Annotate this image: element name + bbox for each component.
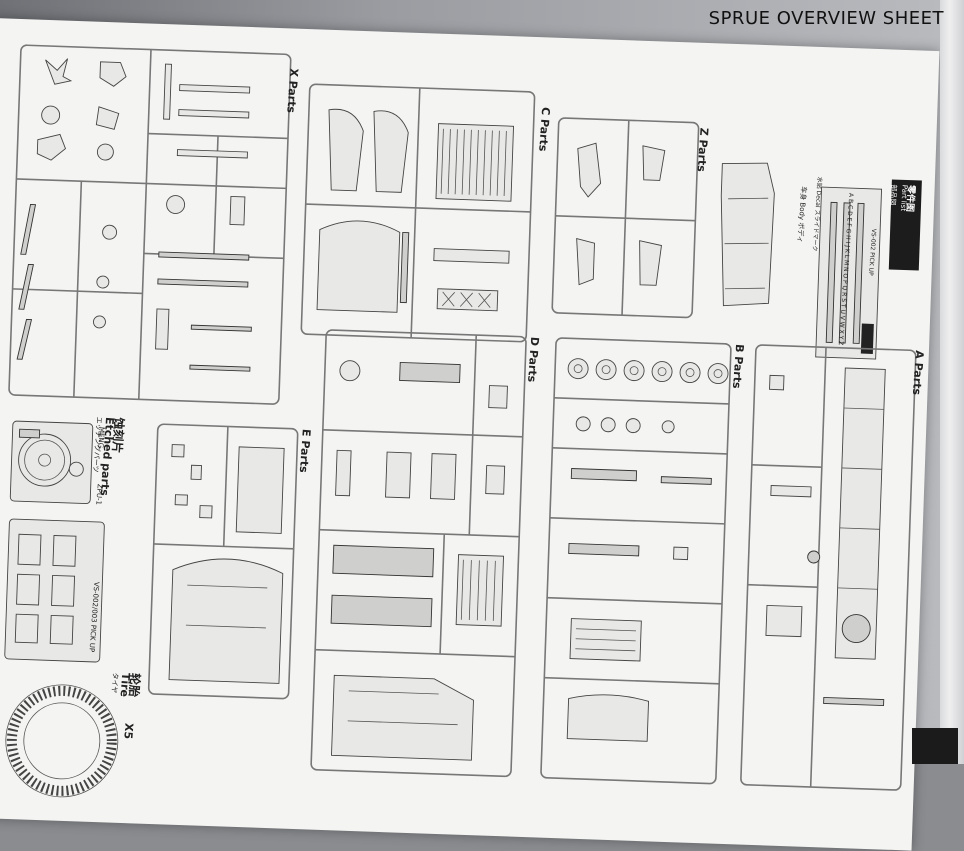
header-box — [888, 179, 922, 271]
c-parts-sprue — [300, 83, 536, 343]
tire-kana: タイヤ — [109, 672, 120, 694]
body-drawing — [720, 162, 775, 307]
d-parts-sprue — [310, 329, 527, 778]
header-jp2: 部品図 — [888, 184, 898, 206]
wheel-row — [567, 358, 729, 385]
tire-qty: X5 — [121, 722, 136, 740]
e-parts-sprue — [147, 423, 299, 700]
page-stack-edge — [940, 0, 964, 764]
b-parts-sprue — [540, 337, 732, 785]
next-page-corner — [912, 728, 958, 764]
photo-title: SPRUE OVERVIEW SHEET — [708, 8, 944, 29]
sprue-drawings — [4, 44, 922, 798]
z-parts-sprue — [551, 117, 700, 319]
etched-parts-sheet — [4, 420, 105, 663]
etched-brand: MENG — [96, 426, 106, 449]
etched-code: ZPU-1 — [94, 483, 104, 506]
tire-drawing — [5, 684, 119, 798]
sprue-sheet: X Parts C Parts Z Parts D Parts E Parts … — [0, 18, 940, 851]
a-parts-sprue — [740, 344, 917, 791]
instruction-page: X Parts C Parts Z Parts D Parts E Parts … — [0, 18, 940, 851]
decal-sheet — [815, 186, 883, 360]
x-parts-sprue — [8, 44, 292, 405]
